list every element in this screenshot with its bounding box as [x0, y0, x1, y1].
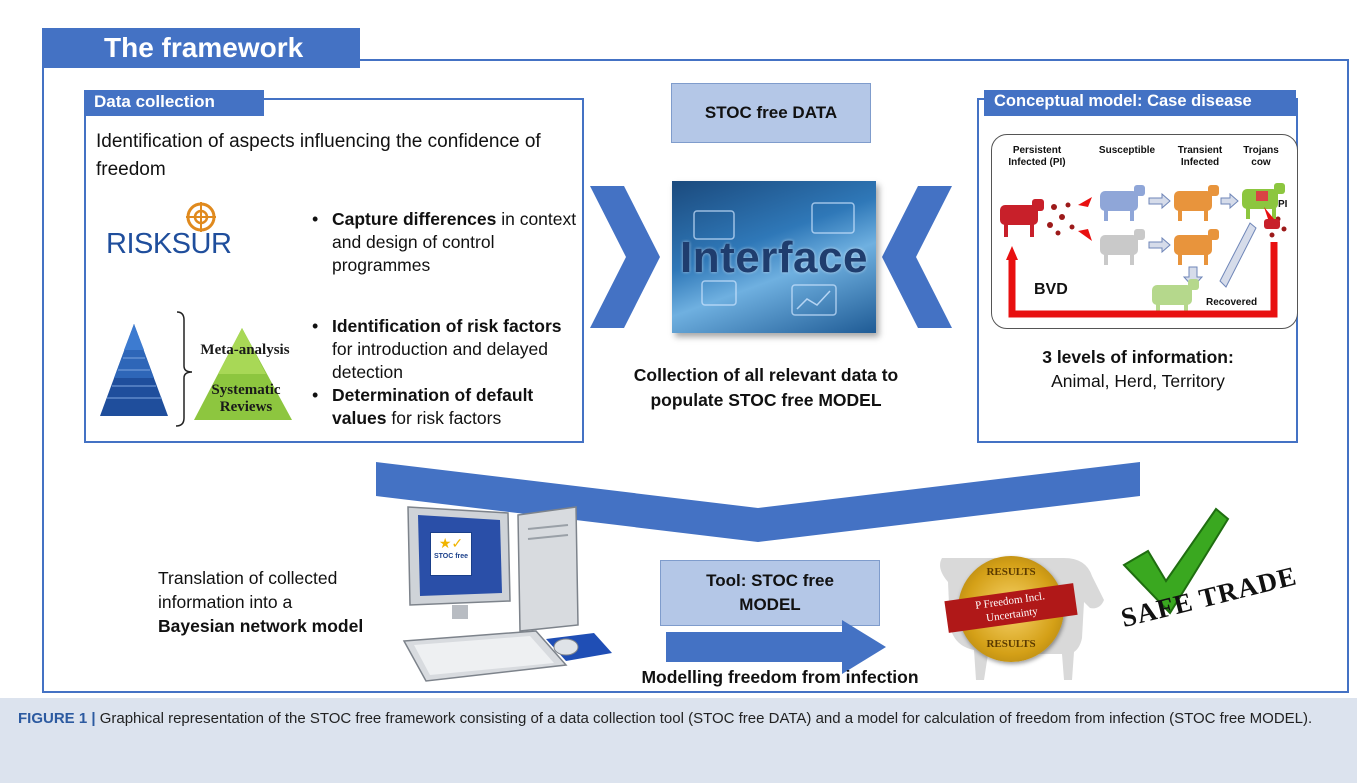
collection-caption: Collection of all relevant data to popul… — [633, 365, 899, 410]
susceptible-cow-icon — [1100, 185, 1145, 221]
state-recovered: Recovered — [1206, 297, 1258, 308]
framework-title: The framework — [42, 28, 360, 68]
risksur-logo: RISKSUR — [106, 198, 256, 268]
state-susceptible: Susceptible — [1098, 145, 1156, 156]
risksur-target-icon — [186, 202, 216, 232]
bullet-capture-differences: Capture differences in context and desig… — [306, 208, 578, 277]
figure-caption-label: FIGURE 1 | — [18, 710, 96, 727]
bvd-transmission-icon — [1000, 183, 1287, 315]
pyramid-label-bottom: Systematic Reviews — [211, 382, 281, 415]
pyramid-label-top: Meta-analysis — [200, 342, 290, 358]
state-pi-short: PI — [1278, 199, 1288, 210]
stoc-free-data-box: STOC free DATA — [671, 83, 871, 143]
state-pi: Persistent Infected (PI) — [1008, 145, 1066, 168]
trojan-cow-icon — [1242, 183, 1285, 219]
chevron-left-icon — [882, 186, 952, 328]
bullet-identification-risk-factors: Identification of risk factors for intro… — [306, 315, 578, 384]
seal-banner: P Freedom Incl. Uncertainty — [944, 583, 1078, 633]
conceptual-model-tab: Conceptual model: Case disease — [984, 90, 1296, 116]
seal-bottom-text: RESULTS — [986, 638, 1036, 650]
data-collection-bullets: Capture differences in context and desig… — [306, 208, 578, 430]
interface-image: Interface — [672, 181, 876, 333]
bvd-label: BVD — [1034, 281, 1068, 298]
modelling-caption: Modelling freedom from infection — [641, 667, 919, 687]
pi-cow-icon — [1000, 199, 1044, 237]
bullet-default-values: Determination of default values for risk… — [306, 384, 578, 430]
state-transient: Transient Infected — [1177, 145, 1223, 168]
checkmark-icon — [1122, 507, 1230, 615]
interface-label: Interface — [680, 233, 868, 282]
translation-bold: Bayesian network model — [158, 616, 364, 636]
evidence-pyramid-icon — [100, 311, 292, 427]
tool-arrow-icon — [666, 620, 886, 674]
figure-caption: FIGURE 1 | Graphical representation of t… — [0, 698, 1357, 783]
translation-text: Translation of collected information int… — [158, 566, 398, 638]
results-seal: RESULTS P Freedom Incl. Uncertainty RESU… — [944, 556, 1078, 662]
state-trojans: Trojans cow — [1243, 145, 1279, 168]
levels-title: 3 levels of information: — [1042, 347, 1234, 367]
chevron-right-icon — [590, 186, 660, 328]
interface-widgets-icon — [693, 202, 855, 316]
framework-frame — [42, 59, 1349, 693]
monitor-logo-text: STOC free — [433, 553, 469, 560]
eu-star-check-icon: ★✓ — [438, 535, 464, 551]
seal-top-text: RESULTS — [986, 566, 1036, 578]
translation-plain: Translation of collected information int… — [158, 568, 338, 612]
recovered-cow-icon — [1152, 279, 1199, 315]
transient-cow-icon — [1174, 185, 1219, 221]
figure-caption-text: Graphical representation of the STOC fre… — [95, 710, 1313, 727]
tool-model-box: Tool: STOC free MODEL — [660, 560, 880, 626]
data-collection-tab: Data collection — [84, 90, 264, 116]
levels-list: Animal, Herd, Territory — [1051, 371, 1225, 391]
feedback-loop-icon — [1006, 242, 1278, 318]
data-collection-intro: Identification of aspects influencing th… — [96, 131, 541, 180]
converge-arrow-icon — [376, 462, 1140, 542]
monitor-logo: ★✓ STOC free — [430, 532, 472, 576]
case-disease-diagram: Persistent Infected (PI) Susceptible Tra… — [991, 134, 1298, 329]
risksur-wordmark: RISKSUR — [106, 228, 232, 260]
